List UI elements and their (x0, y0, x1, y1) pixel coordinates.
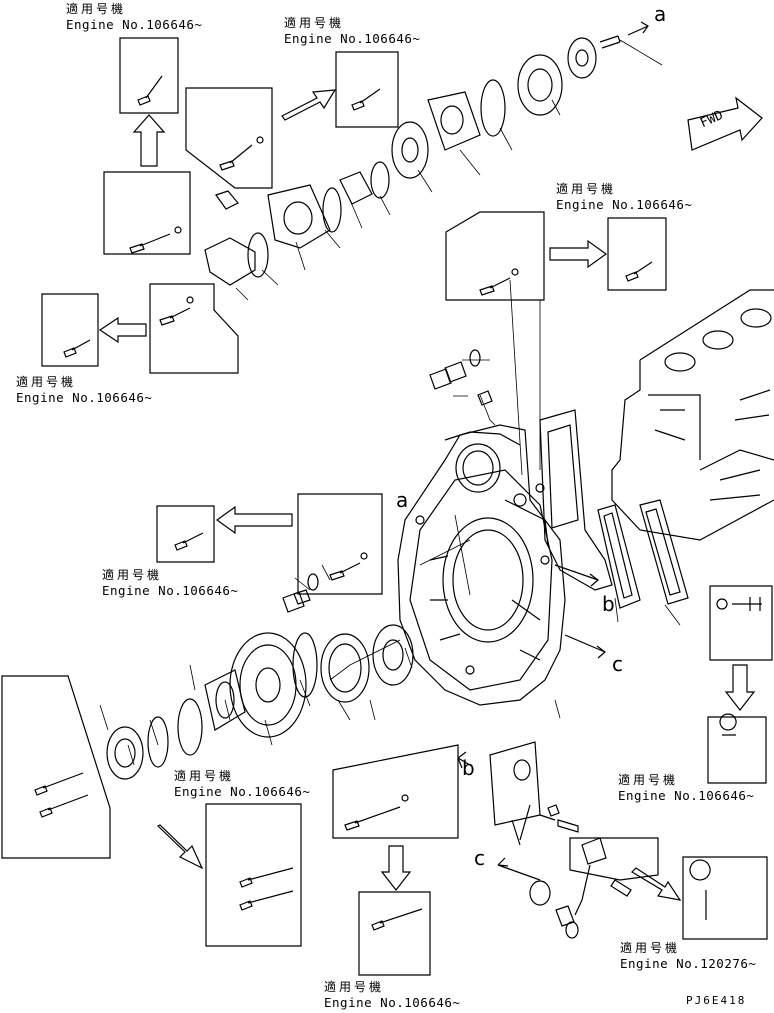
note-box-bottom-left (206, 804, 301, 946)
ref-c-sensor: c (474, 846, 485, 870)
note-box-bottom-right (683, 857, 767, 939)
note-box-top-left (120, 38, 178, 113)
callout-frame-left-upper (104, 172, 190, 254)
engine-serial: Engine No.106646~ (284, 31, 421, 46)
applicability-heading: 適用号機 (66, 2, 127, 16)
applicability-note-6: 適用号機 Engine No.106646~ (174, 769, 310, 799)
flywheel-housing (398, 425, 565, 705)
ref-a-housing: a (396, 488, 409, 512)
applicability-note-3: 適用号機 Engine No.106646~ (556, 182, 692, 212)
applicability-heading: 適用号機 (284, 16, 345, 30)
arrow-down-bottom-center (382, 846, 410, 890)
drawing-code: PJ6E418 (686, 994, 747, 1007)
arrow-down-right (726, 665, 754, 710)
callout-frame-left (150, 284, 238, 373)
ref-a-top: a (654, 2, 667, 26)
engine-serial: Engine No.106646~ (66, 17, 203, 32)
engine-serial: Engine No.120276~ (620, 956, 757, 971)
engine-serial: Engine No.106646~ (324, 995, 461, 1010)
applicability-note-7: 適用号機 Engine No.106646~ (618, 773, 754, 803)
applicability-heading: 適用号機 (618, 773, 679, 787)
callout-frame-top (186, 88, 272, 188)
applicability-note-4: 適用号機 Engine No.106646~ (16, 375, 152, 405)
applicability-note-9: 適用号機 Engine No.120276~ (620, 941, 756, 971)
callout-frame-sensor (570, 838, 658, 880)
gear-train-lower (107, 625, 413, 779)
applicability-heading: 適用号機 (16, 375, 77, 389)
note-box-right-upper (608, 218, 666, 290)
engine-serial: Engine No.106646~ (556, 197, 693, 212)
note-box-right-lower (708, 714, 766, 783)
ref-b-housing: b (602, 592, 615, 616)
arrow-right-top-center (282, 90, 335, 120)
arrow-diag-sensor (632, 868, 680, 900)
cylinder-block (612, 290, 774, 540)
callout-frame-middle (298, 494, 382, 594)
callout-frame-bottom-center (333, 745, 458, 838)
arrow-left (100, 318, 146, 342)
applicability-heading: 適用号機 (174, 769, 235, 783)
ref-b-sensor: b (462, 756, 475, 780)
arrow-up-top-left (134, 115, 164, 166)
sensor-bracket (490, 742, 631, 938)
note-box-top-center (336, 52, 398, 127)
applicability-note-8: 適用号機 Engine No.106646~ (324, 980, 460, 1010)
gasket (540, 410, 612, 590)
applicability-note-1: 適用号機 Engine No.106646~ (66, 2, 202, 32)
callout-frame-right-upper (446, 212, 544, 300)
engine-serial: Engine No.106646~ (102, 583, 239, 598)
arrow-right-upper (550, 241, 606, 267)
applicability-heading: 適用号機 (556, 182, 617, 196)
engine-serial: Engine No.106646~ (618, 788, 755, 803)
note-box-left (42, 294, 98, 366)
cover-plate-1 (598, 505, 640, 608)
engine-serial: Engine No.106646~ (174, 784, 311, 799)
plug-and-ring-lower (283, 574, 318, 612)
callout-frame-bottom-left (2, 676, 110, 858)
callout-frame-right-lower (710, 586, 772, 660)
arrow-diag-bottom-left (158, 825, 202, 868)
leader-lines (100, 40, 680, 765)
cover-plate-2 (640, 500, 688, 604)
applicability-note-5: 適用号機 Engine No.106646~ (102, 568, 238, 598)
note-box-bottom-center (359, 892, 430, 975)
applicability-note-2: 適用号機 Engine No.106646~ (284, 16, 420, 46)
note-box-middle-left (157, 506, 214, 562)
arrow-left-middle (217, 507, 292, 533)
fwd-arrow-icon (688, 98, 762, 150)
ref-c-housing: c (612, 652, 623, 676)
applicability-heading: 適用号機 (102, 568, 163, 582)
plug-and-ring-upper (430, 350, 492, 405)
gear-train-upper (205, 36, 620, 285)
engine-serial: Engine No.106646~ (16, 390, 153, 405)
pointer-arrows (458, 22, 648, 880)
applicability-heading: 適用号機 (324, 980, 385, 994)
applicability-heading: 適用号機 (620, 941, 681, 955)
